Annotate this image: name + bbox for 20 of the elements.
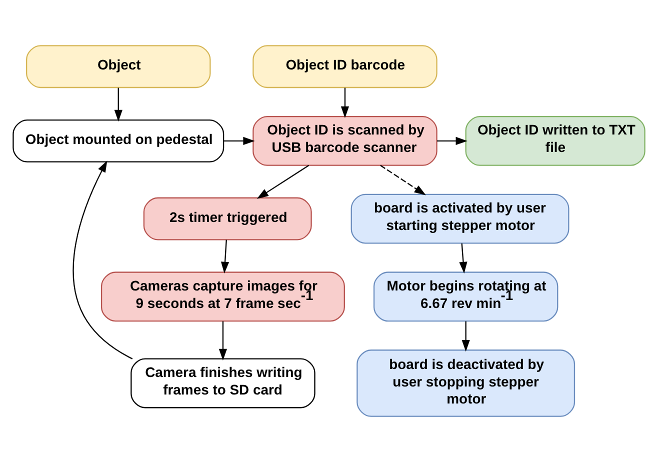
arrow <box>340 88 350 118</box>
node-box: Object mounted on pedestal <box>12 119 224 162</box>
node-box: board is deactivated by user stopping stepper motor <box>356 350 576 417</box>
arrow <box>437 136 468 146</box>
node-box: Object <box>26 45 211 88</box>
arrow <box>218 321 228 360</box>
arrow <box>462 321 470 352</box>
arrow <box>380 164 426 196</box>
node-box: Object ID written to TXT file <box>465 116 646 166</box>
node-box: Object ID barcode <box>252 45 438 88</box>
arrow <box>114 88 122 122</box>
arrow <box>220 240 230 274</box>
arrow <box>256 164 310 199</box>
node-box: board is activated by user starting stepper motor <box>350 194 570 244</box>
node-box: 2s timer triggered <box>143 197 312 240</box>
node-box: Object ID is scanned by USB barcode scanner <box>252 116 438 166</box>
arrow <box>72 160 133 360</box>
arrow <box>224 136 255 146</box>
node-box: Camera finishes writing frames to SD card <box>130 358 316 408</box>
arrow <box>459 243 468 274</box>
